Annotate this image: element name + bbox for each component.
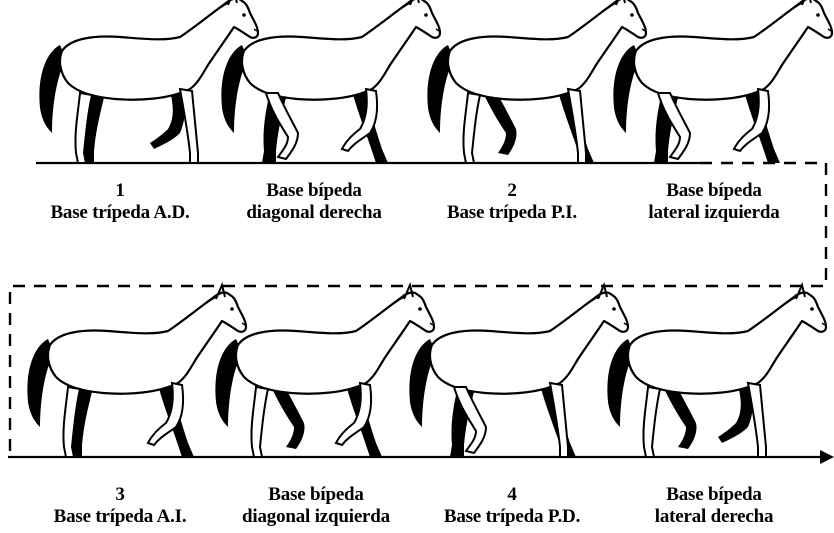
horse-walking-icon — [27, 285, 246, 427]
horse-step-3 — [27, 285, 246, 457]
arrow-head-icon — [820, 450, 834, 464]
step-label-1: 1 Base trípeda A.D. — [20, 180, 220, 224]
step-number: 3 — [20, 484, 220, 506]
horse-walking-icon — [427, 0, 646, 133]
step-caption-line2: diagonal derecha — [214, 202, 414, 224]
horse-walking-icon — [409, 285, 628, 427]
step-label-4: 4 Base trípeda P.D. — [412, 484, 612, 528]
step-label-bipedal-lateral-right: Base bípeda lateral derecha — [614, 484, 814, 528]
step-caption-line1: Base bípeda — [216, 484, 416, 506]
step-number: 2 — [412, 180, 612, 202]
step-label-bipedal-diagonal-left: Base bípeda diagonal izquierda — [216, 484, 416, 528]
step-caption-line1: Base bípeda — [214, 180, 414, 202]
horse-walking-icon — [215, 285, 434, 427]
step-label-bipedal-lateral-left: Base bípeda lateral izquierda — [614, 180, 814, 224]
step-caption: Base trípeda P.D. — [412, 506, 612, 528]
step-label-2: 2 Base trípeda P.I. — [412, 180, 612, 224]
step-caption: Base trípeda A.I. — [20, 506, 220, 528]
step-number: 4 — [412, 484, 612, 506]
horse-walking-icon — [607, 285, 826, 427]
step-caption: Base trípeda A.D. — [20, 202, 220, 224]
horse-bipedal-diagonal-left — [215, 285, 434, 457]
horse-figures — [27, 0, 832, 457]
step-caption-line2: diagonal izquierda — [216, 506, 416, 528]
step-caption-line1: Base bípeda — [614, 180, 814, 202]
horse-step-2 — [427, 0, 646, 163]
horse-step-4 — [409, 285, 628, 457]
step-label-3: 3 Base trípeda A.I. — [20, 484, 220, 528]
horse-walking-icon — [613, 0, 832, 133]
step-caption-line1: Base bípeda — [614, 484, 814, 506]
step-caption: Base trípeda P.I. — [412, 202, 612, 224]
step-label-bipedal-diagonal-right: Base bípeda diagonal derecha — [214, 180, 414, 224]
horse-bipedal-lateral-right — [607, 285, 826, 457]
step-caption-line2: lateral derecha — [614, 506, 814, 528]
step-number: 1 — [20, 180, 220, 202]
horse-bipedal-lateral-left — [613, 0, 832, 163]
step-caption-line2: lateral izquierda — [614, 202, 814, 224]
